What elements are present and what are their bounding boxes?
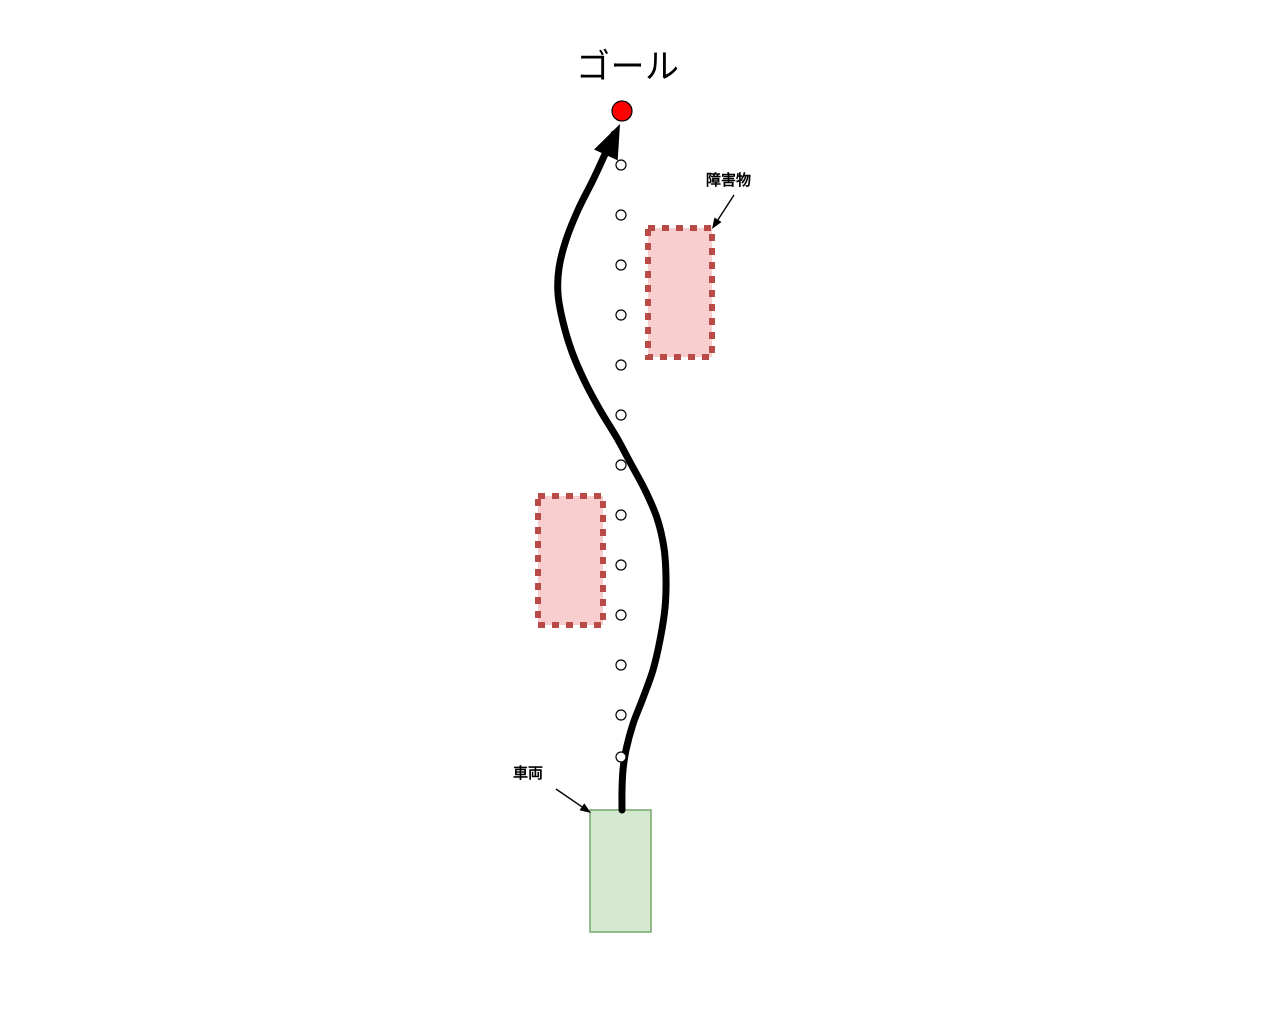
planned-path	[554, 130, 670, 814]
obstacle-annotation-arrow-line	[717, 194, 735, 221]
goal-title-label: ゴール	[576, 48, 680, 86]
waypoint-marker	[615, 209, 627, 221]
waypoint-marker	[615, 159, 627, 171]
waypoint-marker	[615, 459, 627, 471]
waypoint-marker	[615, 559, 627, 571]
vehicle-rect	[589, 809, 652, 933]
waypoint-marker	[615, 259, 627, 271]
waypoint-marker	[615, 751, 627, 763]
vehicle-label: 車両	[513, 765, 544, 782]
upper-obstacle	[645, 225, 715, 360]
waypoint-marker	[615, 659, 627, 671]
goal-marker	[611, 100, 633, 122]
path-arrowhead	[594, 124, 620, 161]
waypoint-marker	[615, 509, 627, 521]
obstacle-annotation-arrowhead	[712, 217, 722, 229]
waypoint-marker	[615, 709, 627, 721]
lower-obstacle	[535, 493, 606, 628]
waypoint-marker	[615, 609, 627, 621]
obstacle-label: 障害物	[706, 172, 752, 189]
waypoint-group	[615, 159, 627, 763]
waypoint-marker	[615, 309, 627, 321]
vehicle-annotation-arrow-line	[555, 788, 583, 808]
waypoint-marker	[615, 359, 627, 371]
waypoint-marker	[615, 409, 627, 421]
vehicle-annotation-arrowhead	[579, 803, 591, 813]
obstacle-group	[535, 225, 715, 628]
annotation-arrows	[555, 194, 735, 813]
